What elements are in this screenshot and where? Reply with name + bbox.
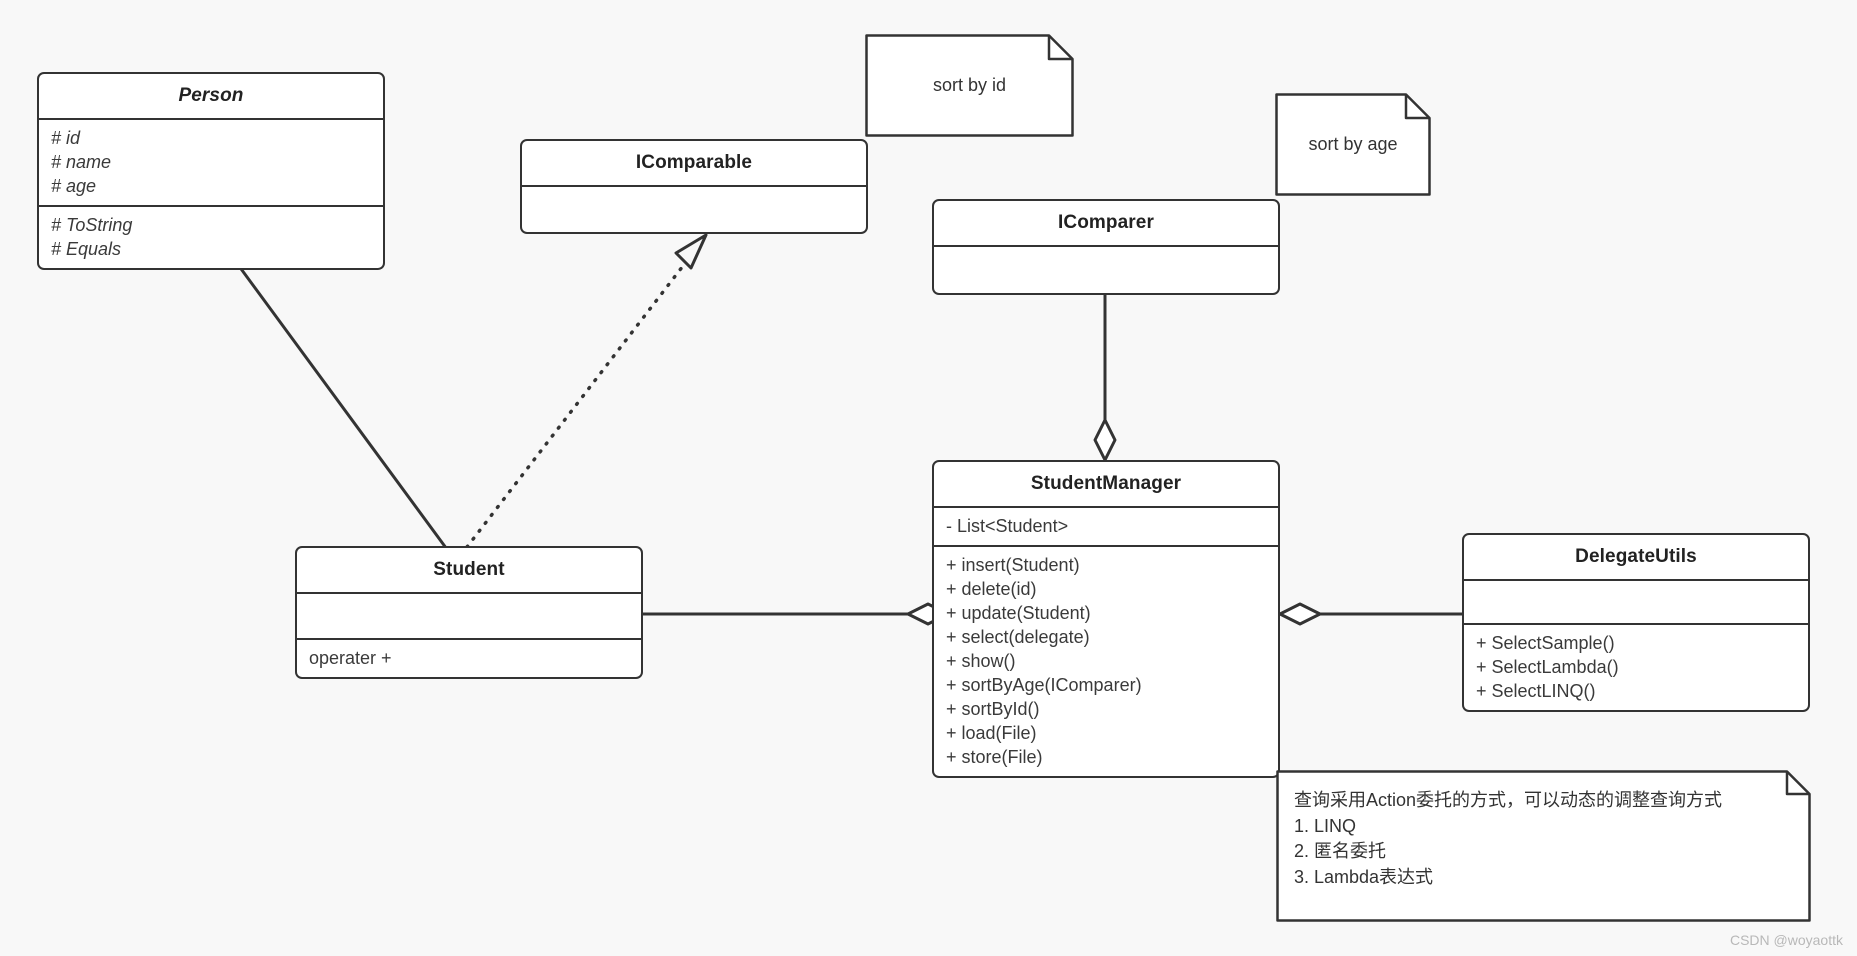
class-operations-person: # ToString # Equals: [39, 205, 383, 268]
note-sort-by-id[interactable]: sort by id: [865, 34, 1074, 137]
note-sort-by-age[interactable]: sort by age: [1275, 93, 1431, 196]
operation-row: operater +: [309, 647, 392, 668]
operation-row: # ToString: [51, 214, 133, 235]
class-title-icomparer: IComparer: [1058, 212, 1154, 233]
class-box-icomparer[interactable]: IComparer: [932, 199, 1280, 295]
class-title-icomparable: IComparable: [635, 152, 753, 173]
class-operations-student: operater +: [297, 638, 641, 677]
class-operations-student-manager: + insert(Student) + delete(id) + update(…: [934, 545, 1278, 776]
csdn-watermark: CSDN @woyaottk: [1729, 932, 1843, 948]
class-box-person[interactable]: Person # id # name # age # ToString # Eq…: [37, 72, 385, 271]
aggregation-manager-icomparer: [1093, 290, 1117, 462]
class-box-student-manager[interactable]: StudentManager - List<Student> + insert(…: [932, 460, 1280, 779]
operation-row: + SelectSample(): [1476, 632, 1615, 653]
operation-row: + store(File): [946, 746, 1043, 767]
generalization-student-person: [212, 230, 451, 553]
attribute-row: # age: [51, 175, 97, 196]
operation-row: + SelectLambda(): [1476, 656, 1619, 677]
class-body-icomparer: [934, 245, 1278, 293]
operation-row: + SelectLINQ(): [1476, 680, 1596, 701]
operation-row: + delete(id): [946, 578, 1037, 599]
class-box-delegate-utils[interactable]: DelegateUtils + SelectSample() + SelectL…: [1462, 533, 1810, 713]
operation-row: + update(Student): [946, 602, 1091, 623]
operation-row: + sortByAge(IComparer): [946, 674, 1142, 695]
class-title-student: Student: [433, 559, 505, 580]
operation-row: + sortById(): [946, 698, 1040, 719]
operation-row: + insert(Student): [946, 554, 1080, 575]
attribute-row: - List<Student>: [946, 515, 1069, 536]
aggregation-manager-delegateutils: [1278, 602, 1462, 626]
operation-row: + load(File): [946, 722, 1037, 743]
class-attributes-student: [297, 592, 641, 638]
note-delegate-explanation[interactable]: 查询采用Action委托的方式，可以动态的调整查询方式 1. LINQ 2. 匿…: [1276, 770, 1811, 922]
class-box-icomparable[interactable]: IComparable: [520, 139, 868, 234]
class-body-icomparable: [522, 185, 866, 232]
class-attributes-person: # id # name # age: [39, 118, 383, 205]
class-title-delegate-utils: DelegateUtils: [1575, 546, 1697, 567]
realization-student-icomparable: [465, 233, 708, 549]
class-box-student[interactable]: Student operater +: [295, 546, 643, 680]
class-attributes-delegate-utils: [1464, 579, 1808, 623]
attribute-row: # name: [51, 151, 112, 172]
operation-row: # Equals: [51, 238, 122, 259]
operation-row: + select(delegate): [946, 626, 1090, 647]
class-title-person: Person: [178, 85, 244, 106]
aggregation-manager-student: [643, 602, 950, 626]
operation-row: + show(): [946, 650, 1016, 671]
attribute-row: # id: [51, 127, 81, 148]
class-operations-delegate-utils: + SelectSample() + SelectLambda() + Sele…: [1464, 623, 1808, 710]
class-title-student-manager: StudentManager: [1030, 473, 1182, 494]
class-attributes-student-manager: - List<Student>: [934, 506, 1278, 545]
